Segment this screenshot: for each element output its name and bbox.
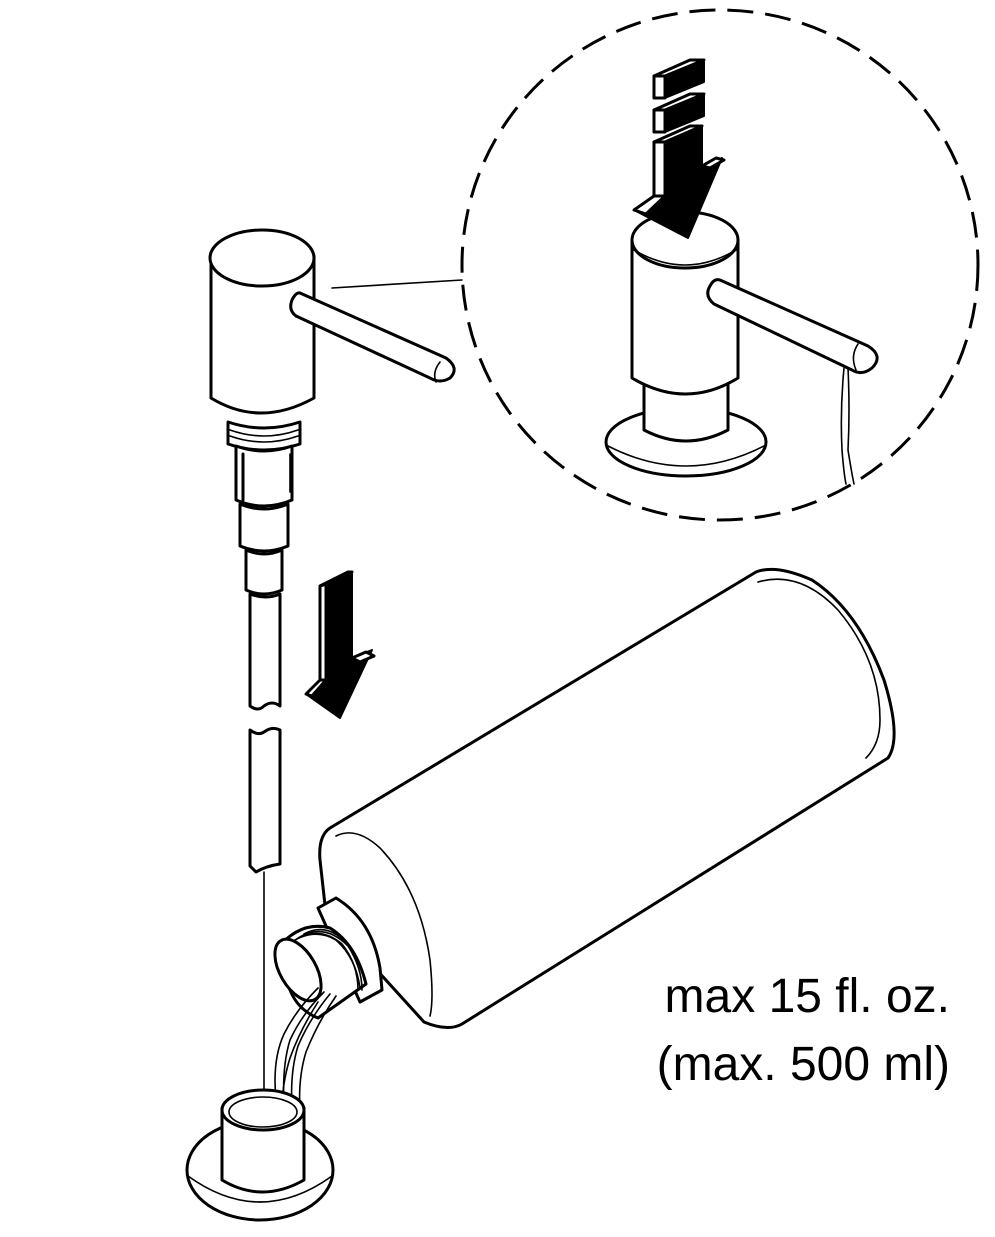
detail-callout-circle (331, 8, 980, 522)
pump-shank (226, 420, 302, 596)
feed-tube (248, 592, 282, 1096)
press-arrow-icon (632, 58, 726, 239)
pump-head (208, 228, 316, 415)
insert-arrow-icon (304, 570, 376, 719)
pump-spout (289, 291, 456, 383)
capacity-label-metric: (max. 500 ml) (656, 1038, 950, 1091)
sink-flange (185, 1088, 335, 1222)
detail-pump (604, 210, 879, 485)
soap-bottle (273, 567, 896, 1029)
capacity-label-imperial: max 15 fl. oz. (664, 970, 950, 1023)
